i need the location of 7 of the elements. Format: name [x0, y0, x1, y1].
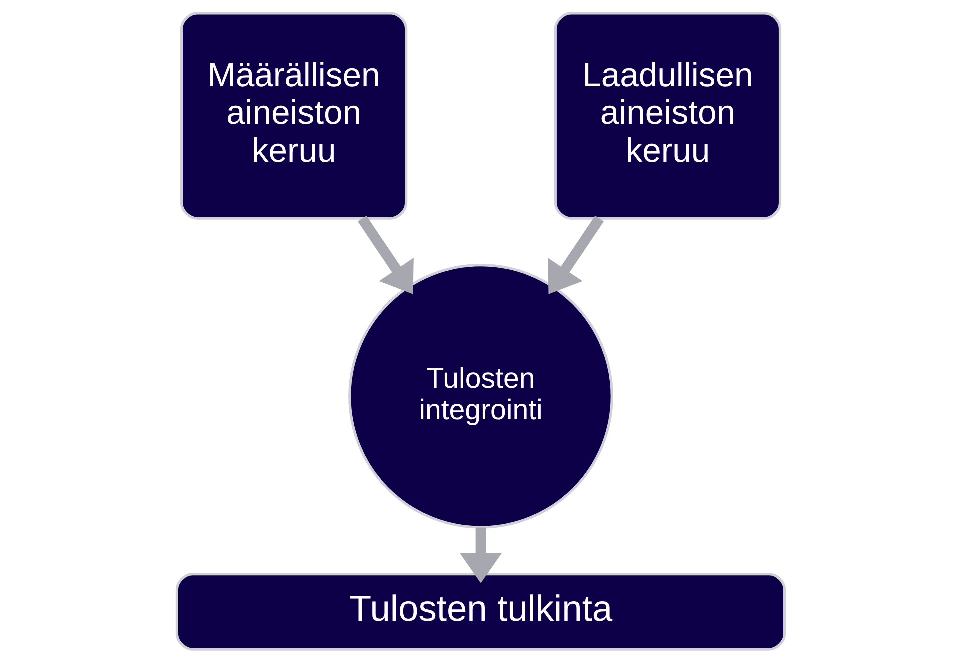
- arrow: [460, 528, 502, 584]
- arrow: [358, 216, 414, 294]
- node-box: Määrällisen aineiston keruu: [180, 12, 408, 220]
- arrow: [548, 216, 604, 294]
- node-box: Tulosten tulkinta: [176, 572, 786, 651]
- node-circle: Tulosten integrointi: [348, 264, 614, 529]
- node-box: Laadullisen aineiston keruu: [554, 12, 782, 220]
